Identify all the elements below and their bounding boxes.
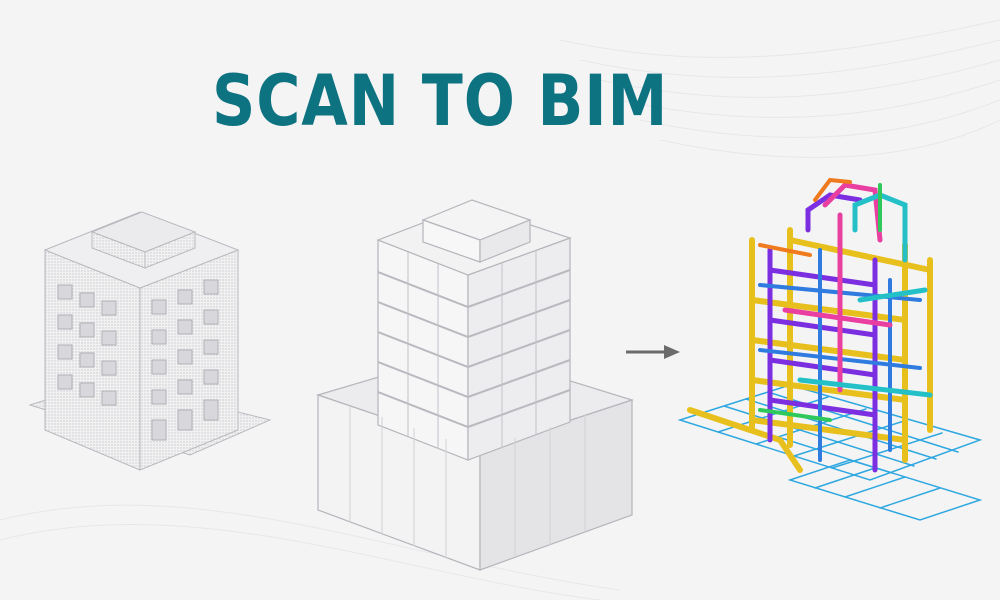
solid-podium-right: [479, 399, 633, 571]
right-arrow-icon: [626, 345, 680, 359]
bim-pipe-model: [677, 177, 983, 521]
bim-magenta-pipes: [782, 182, 893, 393]
bim-yellow-frame: [687, 227, 933, 473]
solid-model-building: [316, 199, 634, 571]
background-waves: [0, 19, 1000, 600]
bim-green-pipes: [758, 183, 882, 422]
point-cloud-building: [28, 211, 272, 471]
point-cloud-side-windows: [57, 284, 117, 406]
solid-mullions: [407, 250, 537, 449]
bim-orange-pipes: [758, 177, 852, 257]
bim-foundation-grid: [677, 384, 983, 521]
solid-podium-panels: [349, 406, 586, 558]
point-cloud-front-windows: [151, 279, 219, 441]
page-title: SCAN TO BIM: [212, 60, 669, 142]
